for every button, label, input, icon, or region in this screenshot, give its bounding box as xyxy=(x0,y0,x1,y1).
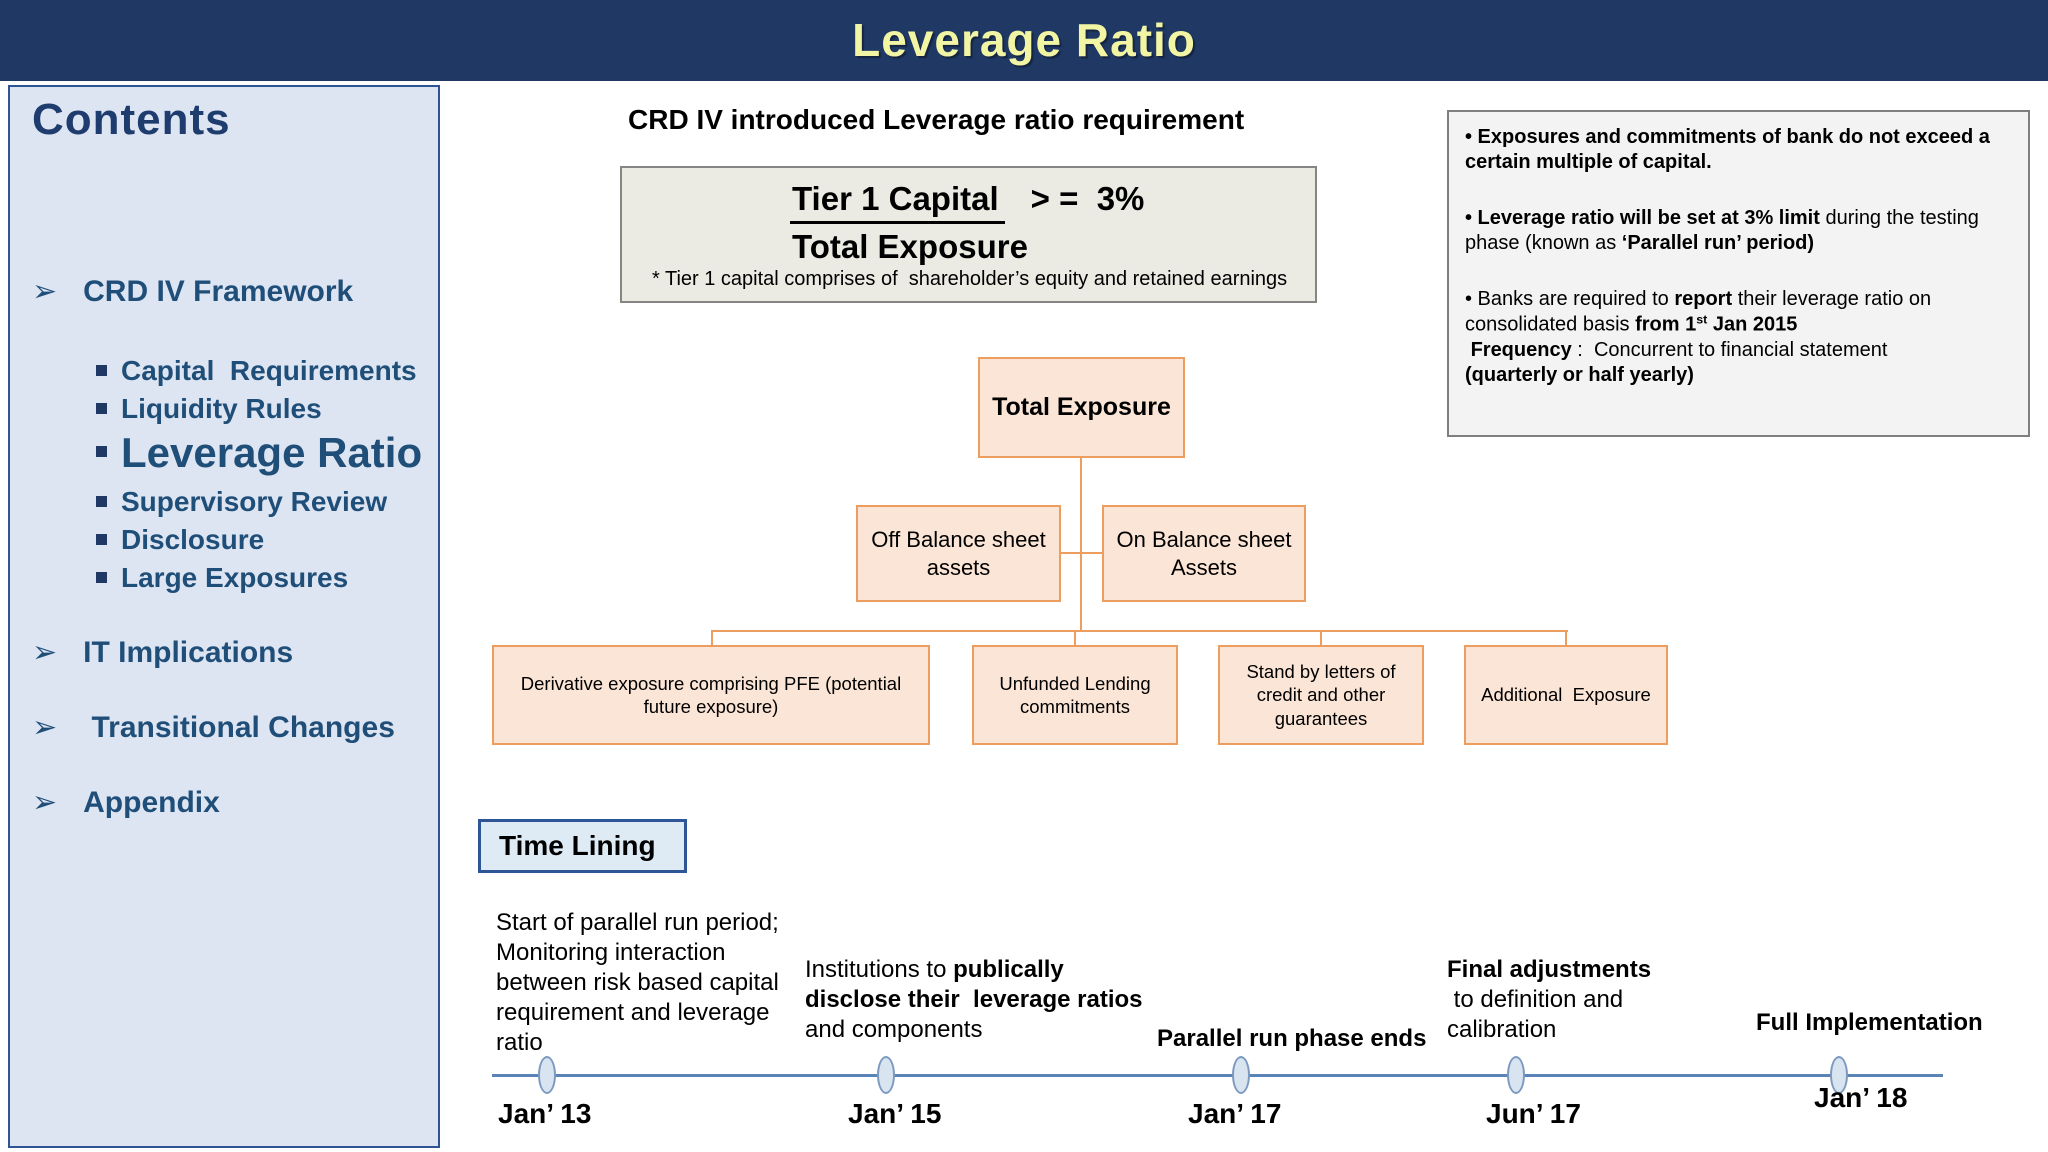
sidebar-item-label: Leverage Ratio xyxy=(121,429,423,476)
sidebar-item-large-exposures[interactable]: Large Exposures xyxy=(96,562,348,594)
milestone-date: Jan’ 17 xyxy=(1188,1098,1282,1129)
milestone-annotation: Full Implementation xyxy=(1756,1009,1983,1036)
sidebar-item-label: Capital Requirements xyxy=(121,355,417,386)
arrow-bullet-icon: ➢ xyxy=(32,710,58,745)
formula-denominator: Total Exposure xyxy=(792,228,1028,265)
tree-node-derivative-exposure: Derivative exposure comprising PFE (pote… xyxy=(492,645,930,745)
sidebar-item-label: CRD IV Framework xyxy=(83,275,354,308)
milestone-annotation: Final adjustments to definition and cali… xyxy=(1447,956,1652,1043)
slide-title: Leverage Ratio xyxy=(852,14,1196,66)
tree-node-on-balance-sheet: On Balance sheet Assets xyxy=(1102,505,1306,602)
note-bullet: • Leverage ratio will be set at 3% limit… xyxy=(1465,207,1985,254)
sidebar-item-appendix[interactable]: ➢ Appendix xyxy=(32,785,220,821)
square-bullet-icon xyxy=(96,534,107,545)
tree-connector xyxy=(1074,632,1076,645)
sidebar-item-it-implications[interactable]: ➢ IT Implications xyxy=(32,635,294,671)
tree-connector xyxy=(711,632,713,645)
milestone-marker xyxy=(877,1056,895,1094)
notes-panel: • Exposures and commitments of bank do n… xyxy=(1447,110,2030,437)
formula-box: Tier 1 Capital > = 3% Total Exposure * T… xyxy=(620,166,1317,303)
sidebar-item-capital-requirements[interactable]: Capital Requirements xyxy=(96,355,417,387)
formula-operator: > = 3% xyxy=(1030,180,1145,217)
tree-connector xyxy=(1320,632,1322,645)
contents-sidebar: Contents ➢ CRD IV Framework Capital Requ… xyxy=(8,85,440,1148)
formula-numerator: Tier 1 Capital xyxy=(790,180,1005,224)
tree-connector xyxy=(1080,458,1082,632)
sidebar-item-transitional-changes[interactable]: ➢ Transitional Changes xyxy=(32,710,395,746)
sidebar-item-label: IT Implications xyxy=(83,636,294,669)
section-heading: CRD IV introduced Leverage ratio require… xyxy=(628,104,1245,135)
contents-heading: Contents xyxy=(32,95,231,144)
sidebar-item-supervisory-review[interactable]: Supervisory Review xyxy=(96,486,387,518)
arrow-bullet-icon: ➢ xyxy=(32,274,58,309)
milestone-date: Jan’ 15 xyxy=(848,1098,942,1129)
timeline-section-label: Time Lining xyxy=(478,819,687,873)
sidebar-item-liquidity-rules[interactable]: Liquidity Rules xyxy=(96,393,322,425)
sidebar-item-disclosure[interactable]: Disclosure xyxy=(96,524,264,556)
arrow-bullet-icon: ➢ xyxy=(32,635,58,670)
sidebar-item-label: Supervisory Review xyxy=(121,486,388,517)
slide-header: Leverage Ratio xyxy=(0,0,2048,81)
sidebar-item-label: Transitional Changes xyxy=(83,711,395,744)
tree-connector xyxy=(1565,632,1567,645)
formula-footnote: * Tier 1 capital comprises of shareholde… xyxy=(652,268,1288,290)
milestone-marker xyxy=(538,1056,556,1094)
milestone-annotation: Parallel run phase ends xyxy=(1157,1025,1427,1052)
sidebar-item-leverage-ratio[interactable]: Leverage Ratio xyxy=(96,429,422,477)
tree-connector xyxy=(1061,552,1102,554)
tree-node-additional-exposure: Additional Exposure xyxy=(1464,645,1668,745)
square-bullet-icon xyxy=(96,496,107,507)
square-bullet-icon xyxy=(96,403,107,414)
tree-node-standby-letters: Stand by letters of credit and other gua… xyxy=(1218,645,1424,745)
tree-node-unfunded-lending: Unfunded Lending commitments xyxy=(972,645,1178,745)
square-bullet-icon xyxy=(96,365,107,376)
tree-node-total-exposure: Total Exposure xyxy=(978,357,1185,458)
milestone-annotation: Start of parallel run period; Monitoring… xyxy=(496,909,779,1056)
milestone-date: Jun’ 17 xyxy=(1486,1098,1581,1129)
timeline-axis xyxy=(492,1074,1943,1077)
milestone-marker xyxy=(1507,1056,1525,1094)
tree-node-off-balance-sheet: Off Balance sheet assets xyxy=(856,505,1061,602)
sidebar-item-crd-iv-framework[interactable]: ➢ CRD IV Framework xyxy=(32,274,354,310)
sidebar-item-label: Large Exposures xyxy=(121,562,349,593)
arrow-bullet-icon: ➢ xyxy=(32,785,58,820)
tree-connector xyxy=(711,630,1568,632)
milestone-marker xyxy=(1830,1056,1848,1094)
milestone-marker xyxy=(1232,1056,1250,1094)
square-bullet-icon xyxy=(96,446,107,457)
sidebar-item-label: Disclosure xyxy=(121,524,265,555)
sidebar-item-label: Appendix xyxy=(83,786,220,819)
note-bullet: • Exposures and commitments of bank do n… xyxy=(1465,126,1996,173)
milestone-date: Jan’ 18 xyxy=(1814,1082,1908,1113)
sidebar-item-label: Liquidity Rules xyxy=(121,393,322,424)
square-bullet-icon xyxy=(96,572,107,583)
milestone-date: Jan’ 13 xyxy=(498,1098,592,1129)
note-bullet: • Banks are required to report their lev… xyxy=(1465,288,1937,386)
milestone-annotation: Institutions to publically disclose thei… xyxy=(805,956,1143,1043)
